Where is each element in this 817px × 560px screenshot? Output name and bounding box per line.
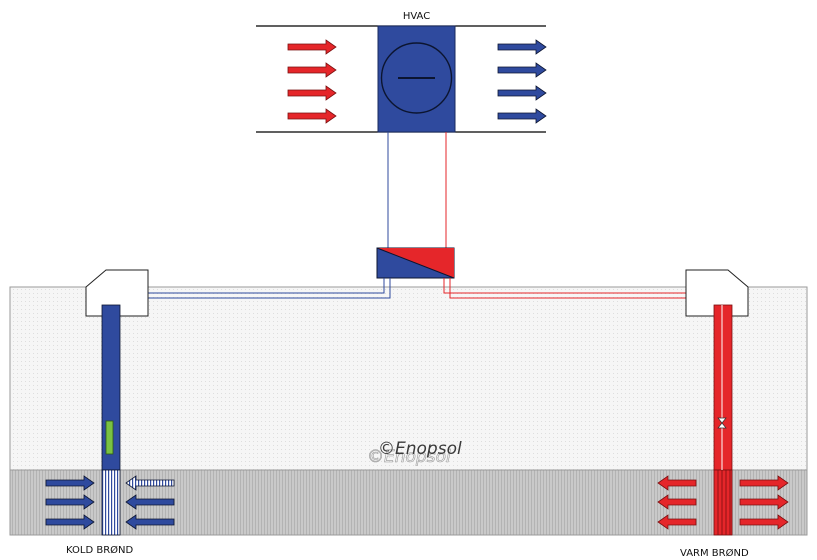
warm-well	[713, 304, 733, 536]
arrow-right-icon	[287, 85, 337, 101]
valve-icon	[717, 417, 727, 429]
arrow-right-icon	[287, 39, 337, 55]
hvac-unit: HVAC	[256, 11, 546, 133]
warm-aquifer-arrows-left	[657, 475, 697, 530]
pump-icon	[105, 420, 114, 455]
warm-well-shaft	[713, 304, 733, 471]
arrow-right-icon	[287, 108, 337, 124]
arrow-right-icon	[45, 494, 95, 510]
cold-aquifer-arrows	[45, 475, 95, 530]
arrow-right-icon	[497, 108, 547, 124]
warm-well-filter-lines	[717, 470, 731, 535]
warm-well-head	[685, 269, 749, 317]
arrow-left-icon	[125, 475, 175, 491]
upper-ground-layer	[9, 286, 808, 471]
arrow-left-icon	[657, 494, 697, 510]
supply-air-arrows	[497, 39, 547, 124]
arrow-right-icon	[287, 62, 337, 78]
warm-well-filter	[713, 469, 733, 536]
warm-well-label: VARM BRØND	[680, 547, 749, 559]
arrow-left-icon	[125, 494, 175, 510]
cold-well-label: KOLD BRØND	[66, 544, 133, 556]
arrow-left-icon	[657, 514, 697, 530]
heat-exchanger	[376, 247, 455, 279]
arrow-right-icon	[497, 39, 547, 55]
arrow-right-icon	[739, 514, 789, 530]
arrow-right-icon	[497, 62, 547, 78]
cold-well	[101, 304, 121, 536]
arrow-left-icon	[125, 514, 175, 530]
cold-well-filter	[101, 469, 121, 536]
arrow-right-icon	[45, 514, 95, 530]
watermark: ©Enopsol	[378, 439, 462, 459]
return-air-arrows	[287, 39, 337, 124]
cold-aquifer-arrows-left	[125, 475, 175, 530]
heat-exchanger-diagonal	[376, 247, 455, 279]
watermark-shadow: ©Enopsol	[367, 447, 451, 467]
hvac-label: HVAC	[403, 11, 430, 22]
cold-well-head	[85, 269, 149, 317]
arrow-left-icon	[657, 475, 697, 491]
arrow-right-icon	[739, 475, 789, 491]
warm-aquifer-arrows-right	[739, 475, 789, 530]
arrow-right-icon	[45, 475, 95, 491]
arrow-right-icon	[739, 494, 789, 510]
arrow-right-icon	[497, 85, 547, 101]
